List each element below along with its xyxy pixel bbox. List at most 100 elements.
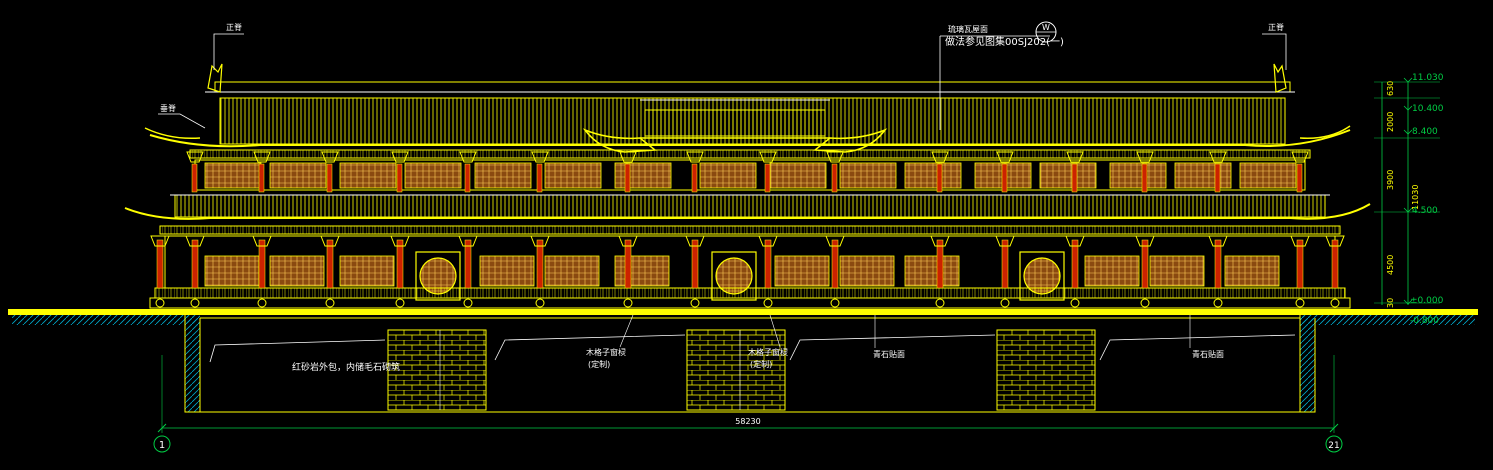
upper-column <box>1141 163 1148 193</box>
bracket-capital <box>253 151 271 163</box>
upper-column <box>1001 163 1008 193</box>
lower-window-panel <box>544 255 600 287</box>
column-base <box>1295 298 1305 308</box>
elev-minus800: -0.800 <box>1410 316 1439 326</box>
column-base <box>257 298 267 308</box>
ground-line <box>8 309 1478 315</box>
bracket-capital <box>459 151 477 163</box>
lower-window-panel <box>1224 255 1280 287</box>
lower-column <box>464 239 472 289</box>
ridge-ornament-right <box>1273 63 1287 93</box>
lower-window-panel <box>1149 255 1205 287</box>
bracket-capital <box>1208 235 1228 247</box>
brick-pier-3 <box>996 329 1096 411</box>
bracket-capital <box>1291 151 1309 163</box>
wall-note: 红砂岩外包，内储毛石砌筑 <box>292 361 400 373</box>
lower-column <box>831 239 839 289</box>
bracket-capital <box>530 235 550 247</box>
callout-number: W <box>1042 23 1050 32</box>
bracket-capital <box>931 151 949 163</box>
dim-4500: 4500 <box>1386 255 1395 275</box>
elev-4500: 4.500 <box>1412 206 1438 216</box>
column-base <box>463 298 473 308</box>
column-base <box>690 298 700 308</box>
bracket-capital <box>531 151 549 163</box>
upper-window-panel <box>1109 162 1167 189</box>
column-base <box>623 298 633 308</box>
dim-3900: 3900 <box>1386 170 1395 190</box>
eave-left-label: 垂脊 <box>160 103 176 113</box>
upper-column <box>1296 163 1303 193</box>
lower-window-panel <box>904 255 960 287</box>
column-base <box>830 298 840 308</box>
column-base <box>155 298 165 308</box>
bracket-capital <box>996 151 1014 163</box>
ground-hatch-right <box>1300 315 1475 325</box>
roof-tile-ref: 做法参见图集00SJ202(一) <box>945 35 1064 48</box>
upper-column <box>191 163 198 193</box>
annotation-ridge-right: 正脊 <box>1262 22 1287 70</box>
upper-column <box>691 163 698 193</box>
door-mid-label: 木格子窗棂 <box>748 347 788 357</box>
bracket-capital <box>185 235 205 247</box>
bracket-capital <box>458 235 478 247</box>
column-base <box>1140 298 1150 308</box>
round-window-frame <box>415 251 461 301</box>
dim-30: 30 <box>1386 298 1395 308</box>
ground-hatch-left <box>12 315 200 325</box>
column-base <box>1330 298 1340 308</box>
upper-window-panel <box>904 162 962 189</box>
bracket-capital <box>826 151 844 163</box>
upper-window-panel <box>769 162 827 189</box>
bracket-capital <box>186 151 204 163</box>
lower-column <box>536 239 544 289</box>
ridge-right-label: 正脊 <box>1268 22 1284 32</box>
bracket-capital <box>686 151 704 163</box>
bracket-capital <box>150 235 170 247</box>
upper-column <box>536 163 543 193</box>
upper-window-panel <box>204 162 262 189</box>
dim-2000: 2000 <box>1386 112 1395 132</box>
lower-window-panel <box>339 255 395 287</box>
upper-window-panel <box>269 162 327 189</box>
door-mid-sub: (定制) <box>750 359 772 369</box>
lower-column <box>624 239 632 289</box>
lower-column <box>1214 239 1222 289</box>
elev-10400: 10.400 <box>1412 104 1444 114</box>
columns <box>150 151 1345 308</box>
bracket-capital <box>1325 235 1345 247</box>
stone-right-label: 青石贴面 <box>1192 349 1224 359</box>
dim-total-height: 11030 <box>1411 185 1420 210</box>
upper-window-panel <box>404 162 462 189</box>
lower-storey <box>149 225 1351 309</box>
axis-label-right: 21 <box>1328 441 1339 451</box>
lower-column <box>936 239 944 289</box>
round-window-frame <box>711 251 757 301</box>
stone-left-label: 青石贴面 <box>873 349 905 359</box>
lower-column <box>326 239 334 289</box>
lower-column <box>691 239 699 289</box>
upper-window-panel <box>614 162 672 189</box>
axis-label-left: 1 <box>159 440 165 451</box>
bracket-capital <box>1135 235 1155 247</box>
bracket-capital <box>995 235 1015 247</box>
elev-0000: ±0.000 <box>1410 296 1444 306</box>
ridge-left-label: 正脊 <box>226 22 242 32</box>
bracket-capital <box>930 235 950 247</box>
lower-column <box>1296 239 1304 289</box>
bracket-capital <box>618 235 638 247</box>
upper-roof <box>144 81 1351 148</box>
annotation-roof-tile: 琉璃瓦屋面 做法参见图集00SJ202(一) W <box>939 21 1064 130</box>
column-base <box>395 298 405 308</box>
upper-column <box>624 163 631 193</box>
foundation <box>184 315 1316 413</box>
elev-11030: 11.030 <box>1412 73 1444 83</box>
door-left-label: 木格子窗棂 <box>586 347 626 357</box>
upper-window-panel <box>544 162 602 189</box>
upper-window-panel <box>699 162 757 189</box>
lower-column <box>258 239 266 289</box>
column-base <box>935 298 945 308</box>
dim-630: 630 <box>1386 81 1395 96</box>
lower-column <box>1071 239 1079 289</box>
